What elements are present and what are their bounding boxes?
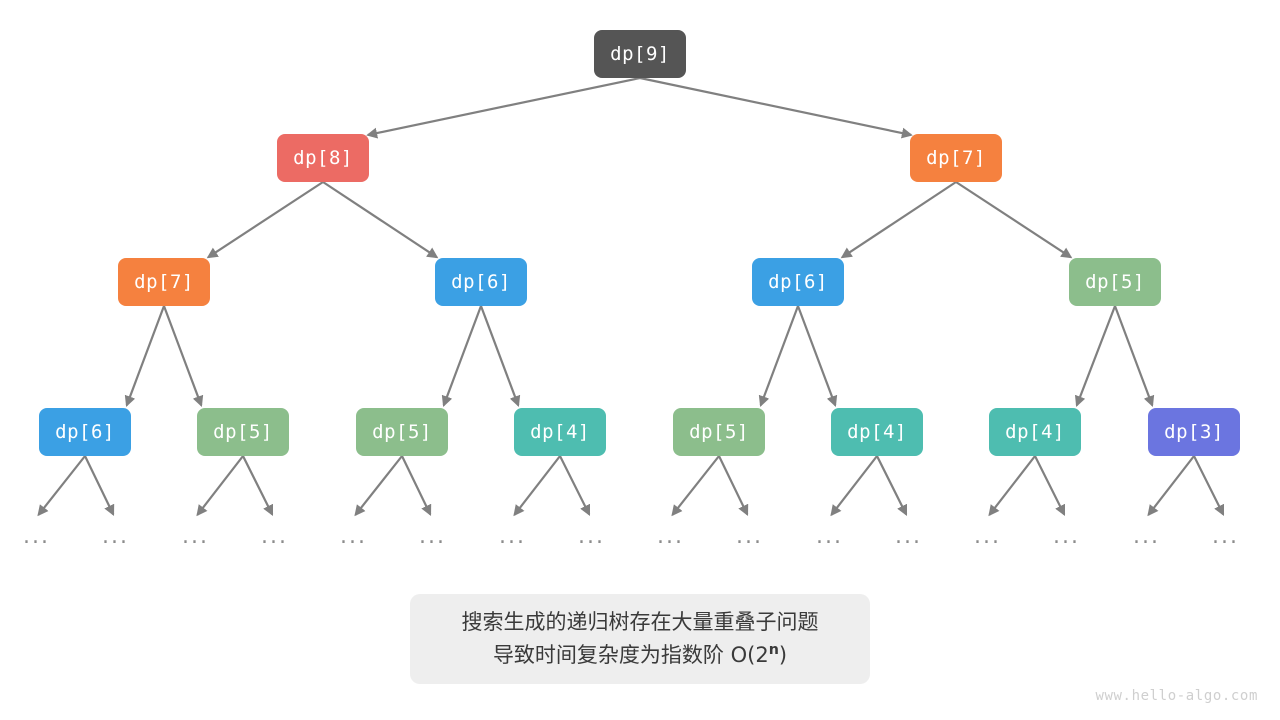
tree-node-dp9: dp[9]: [594, 30, 686, 78]
caption-box: 搜索生成的递归树存在大量重叠子问题 导致时间复杂度为指数阶 O(2n): [410, 594, 870, 684]
caption-exponent: n: [768, 642, 779, 658]
edge-n11-to-ellipsis-1: [718, 455, 749, 516]
edge-n12-to-ellipsis-1: [876, 455, 908, 516]
edge-n3-to-n7: [124, 305, 166, 407]
tree-node-label: dp[5]: [1085, 271, 1145, 293]
edge-n5-to-n11: [758, 305, 800, 407]
ellipsis-4: ...: [340, 524, 367, 549]
ellipsis-13: ...: [1053, 524, 1080, 549]
tree-node-label: dp[4]: [530, 421, 590, 443]
edge-n14-to-ellipsis-0: [1147, 455, 1195, 517]
ellipsis-14: ...: [1133, 524, 1160, 549]
edge-n4-to-n10: [479, 305, 521, 407]
tree-node-label: dp[3]: [1164, 421, 1224, 443]
edge-n1-to-n4: [322, 181, 439, 259]
tree-node-dp6: dp[6]: [39, 408, 131, 456]
tree-node-dp6: dp[6]: [752, 258, 844, 306]
edge-n4-to-n9: [441, 305, 483, 407]
ellipsis-12: ...: [974, 524, 1001, 549]
tree-node-dp4: dp[4]: [831, 408, 923, 456]
tree-node-label: dp[4]: [1005, 421, 1065, 443]
edge-n2-to-n5: [840, 181, 957, 259]
edge-n11-to-ellipsis-0: [671, 455, 720, 517]
tree-node-dp8: dp[8]: [277, 134, 369, 182]
ellipsis-6: ...: [499, 524, 526, 549]
caption-line-1: 搜索生成的递归树存在大量重叠子问题: [461, 610, 819, 635]
edge-n9-to-ellipsis-1: [401, 455, 432, 516]
tree-node-label: dp[5]: [213, 421, 273, 443]
tree-node-label: dp[4]: [847, 421, 907, 443]
edge-n9-to-ellipsis-0: [354, 455, 403, 517]
ellipsis-10: ...: [816, 524, 843, 549]
edge-n6-to-n14: [1113, 305, 1155, 407]
ellipsis-11: ...: [895, 524, 922, 549]
ellipsis-0: ...: [23, 524, 50, 549]
tree-node-label: dp[9]: [610, 43, 670, 65]
watermark: www.hello-algo.com: [1095, 688, 1258, 704]
tree-node-dp5: dp[5]: [1069, 258, 1161, 306]
ellipsis-7: ...: [578, 524, 605, 549]
edge-n12-to-ellipsis-0: [830, 455, 878, 517]
edge-n6-to-n13: [1074, 305, 1117, 407]
caption-line-2-prefix: 导致时间复杂度为指数阶 O(2: [492, 643, 769, 667]
tree-node-dp5: dp[5]: [673, 408, 765, 456]
tree-node-label: dp[6]: [55, 421, 115, 443]
edge-n13-to-ellipsis-0: [988, 455, 1036, 517]
edge-n0-to-n2: [639, 76, 913, 139]
edge-n1-to-n3: [206, 181, 324, 259]
edge-n10-to-ellipsis-1: [559, 455, 591, 516]
ellipsis-8: ...: [657, 524, 684, 549]
tree-node-dp4: dp[4]: [514, 408, 606, 456]
ellipsis-1: ...: [102, 524, 129, 549]
ellipsis-15: ...: [1212, 524, 1239, 549]
ellipsis-2: ...: [182, 524, 209, 549]
tree-node-label: dp[7]: [926, 147, 986, 169]
tree-node-dp3: dp[3]: [1148, 408, 1240, 456]
caption-line-2: 导致时间复杂度为指数阶 O(2n): [493, 639, 787, 672]
tree-node-label: dp[6]: [451, 271, 511, 293]
tree-node-dp7: dp[7]: [910, 134, 1002, 182]
edge-n10-to-ellipsis-0: [513, 455, 561, 517]
tree-node-dp4: dp[4]: [989, 408, 1081, 456]
tree-node-dp7: dp[7]: [118, 258, 210, 306]
edge-n2-to-n6: [955, 181, 1073, 259]
ellipsis-9: ...: [736, 524, 763, 549]
edge-n14-to-ellipsis-1: [1193, 455, 1225, 516]
edge-n0-to-n1: [366, 76, 641, 139]
ellipsis-5: ...: [419, 524, 446, 549]
edge-n7-to-ellipsis-1: [84, 455, 115, 516]
tree-node-label: dp[6]: [768, 271, 828, 293]
ellipsis-3: ...: [261, 524, 288, 549]
tree-node-dp5: dp[5]: [197, 408, 289, 456]
edge-n7-to-ellipsis-0: [37, 455, 86, 517]
edge-n8-to-ellipsis-1: [242, 455, 274, 516]
edge-n3-to-n8: [162, 305, 204, 407]
tree-node-label: dp[8]: [293, 147, 353, 169]
tree-node-label: dp[5]: [372, 421, 432, 443]
tree-node-dp6: dp[6]: [435, 258, 527, 306]
edge-n8-to-ellipsis-0: [196, 455, 244, 517]
edge-n5-to-n12: [796, 305, 838, 407]
edge-n13-to-ellipsis-1: [1034, 455, 1066, 516]
caption-line-2-suffix: ): [778, 643, 788, 667]
tree-node-dp5: dp[5]: [356, 408, 448, 456]
tree-node-label: dp[7]: [134, 271, 194, 293]
tree-node-label: dp[5]: [689, 421, 749, 443]
